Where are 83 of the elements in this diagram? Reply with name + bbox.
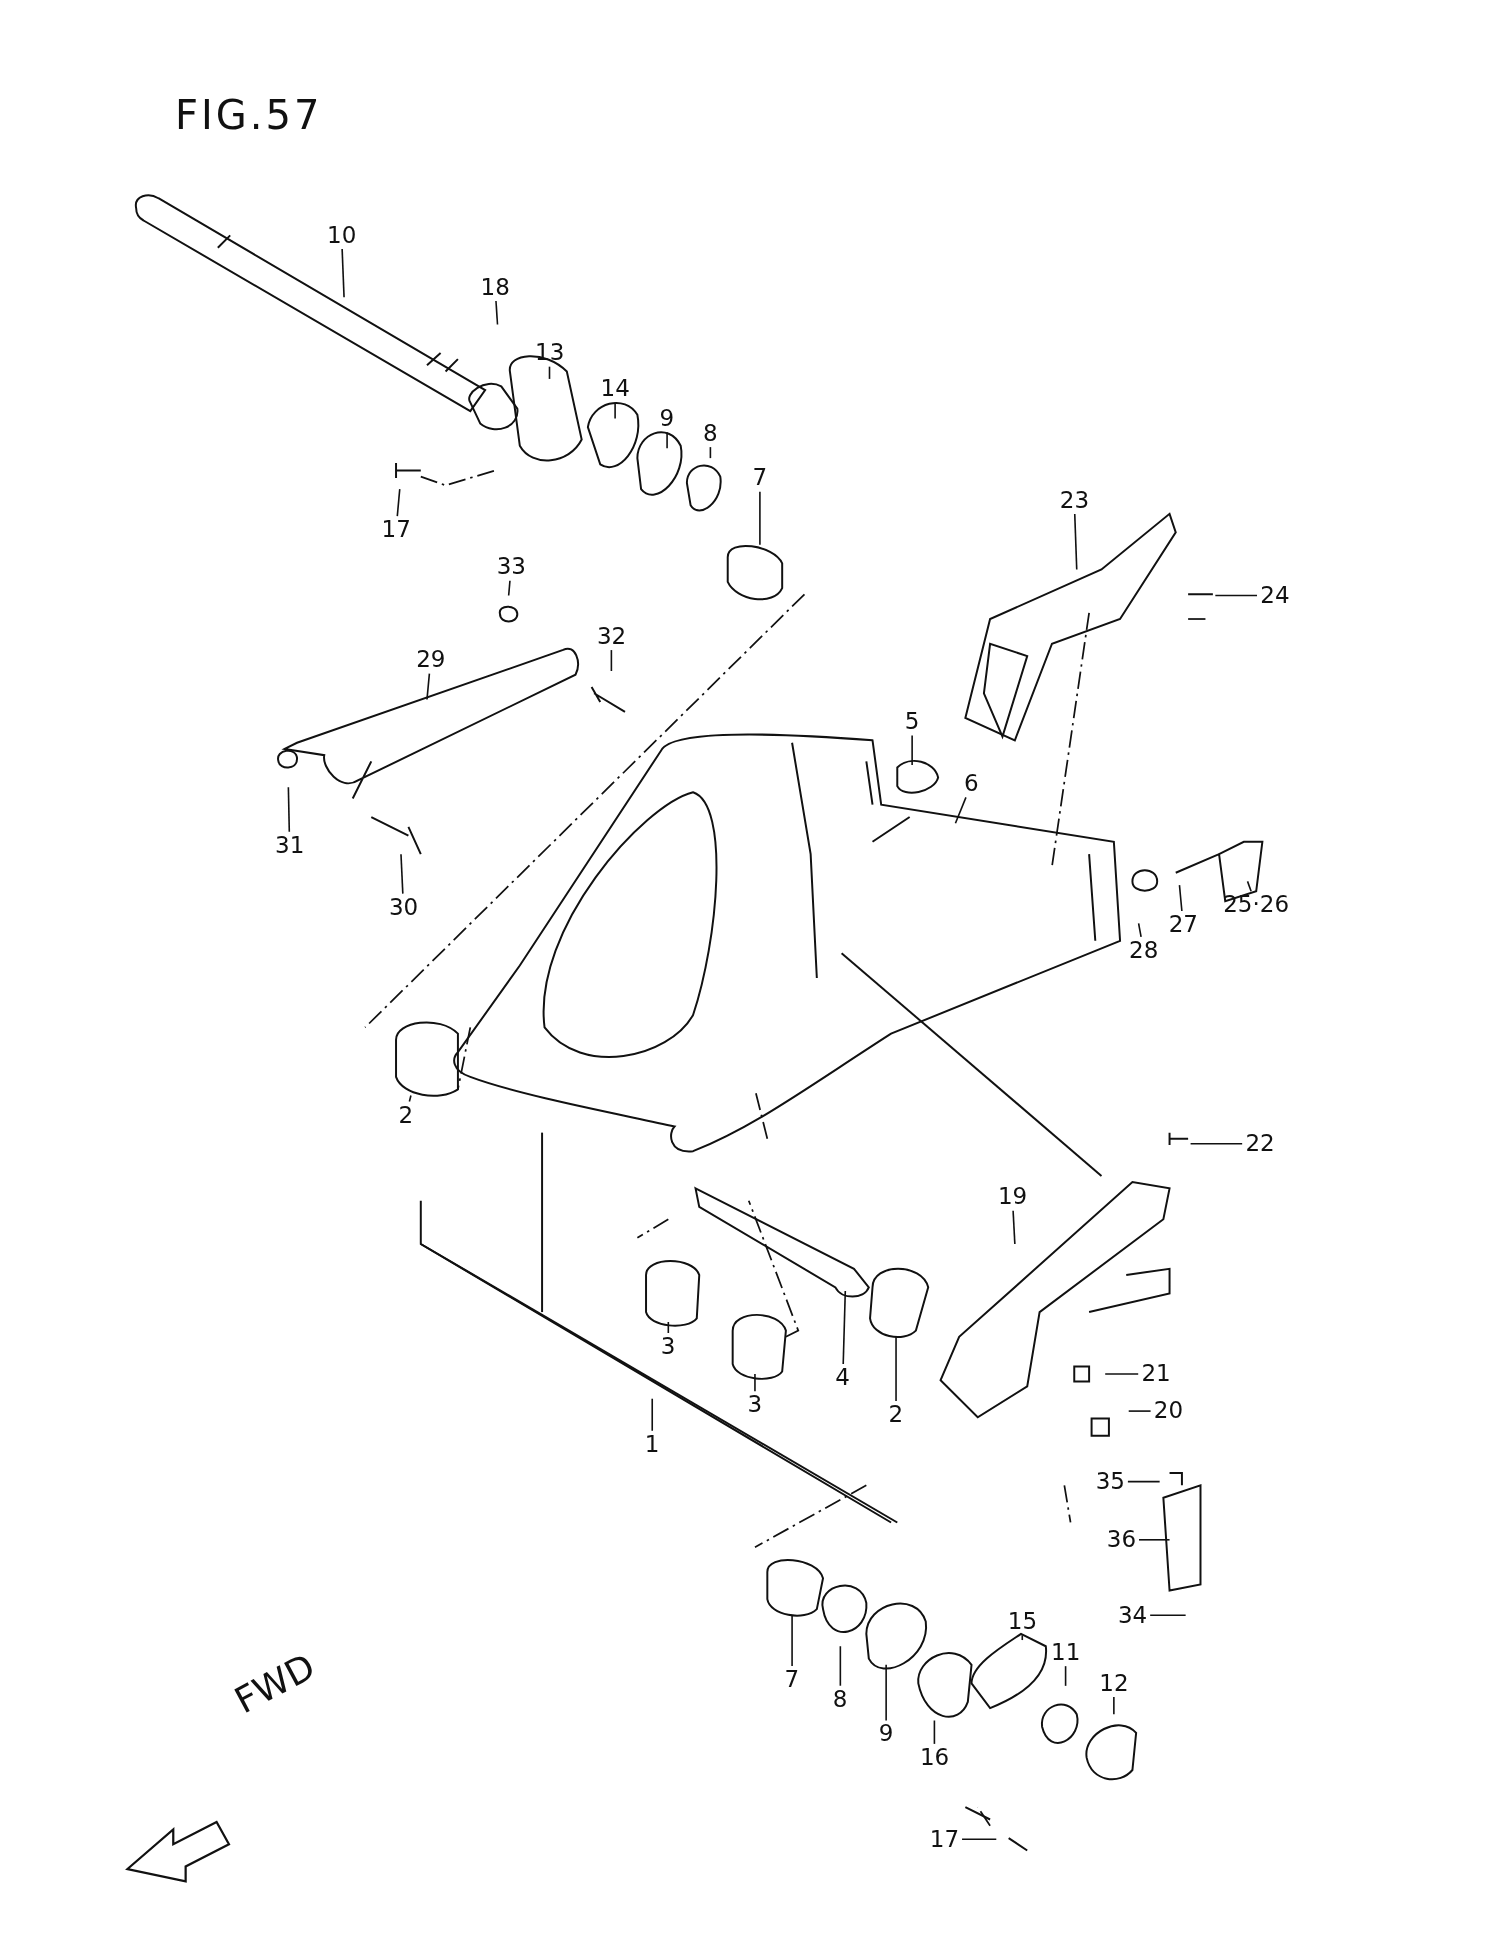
callout-number: 11 (1049, 1639, 1083, 1665)
leader-line (1127, 1480, 1161, 1483)
callout-number: 7 (782, 1666, 802, 1692)
callout-number: 22 (1243, 1131, 1277, 1157)
leader-line (911, 734, 913, 766)
callout-number: 1 (642, 1431, 662, 1457)
leader-line (1214, 594, 1258, 597)
callout-number: 3 (658, 1334, 678, 1360)
callout-number: 17 (379, 517, 413, 543)
leader-line (954, 796, 967, 825)
callout-number: 31 (273, 832, 307, 858)
callout-number: 10 (325, 222, 359, 248)
callout-number: 24 (1258, 582, 1292, 608)
leader-line (842, 1290, 847, 1365)
leader-line (933, 1719, 936, 1745)
callout-number: 19 (995, 1184, 1030, 1210)
callout-number: 35 (1093, 1468, 1127, 1494)
callout-number: 4 (833, 1364, 852, 1390)
direction-label: FWD (228, 1645, 322, 1722)
leader-line (396, 488, 401, 517)
leader-line (610, 649, 613, 672)
callout-number: 17 (927, 1826, 962, 1852)
callout-number: 27 (1166, 912, 1200, 937)
leader-line (426, 672, 431, 701)
leader-line (1073, 513, 1078, 571)
callout-number: 18 (478, 274, 512, 300)
leader-line (667, 1321, 670, 1334)
callout-number: 2 (886, 1402, 906, 1428)
leader-line (895, 1336, 897, 1402)
leader-line (1138, 1539, 1171, 1541)
leader-line (754, 1373, 756, 1392)
callout-number: 34 (1115, 1602, 1150, 1628)
callout-number: 5 (902, 709, 922, 735)
callout-number: 8 (700, 420, 720, 446)
callout-number: 14 (598, 376, 632, 402)
callout-number: 20 (1151, 1398, 1186, 1424)
leader-line (961, 1838, 998, 1841)
callout-number: 23 (1057, 487, 1092, 513)
callout-number: 25·26 (1221, 892, 1292, 918)
callout-number: 6 (962, 770, 981, 796)
callout-number: 32 (594, 623, 629, 649)
leader-line (759, 490, 761, 546)
callout-number: 16 (917, 1744, 952, 1770)
leader-line (1021, 1634, 1024, 1641)
leader-line (1104, 1373, 1139, 1375)
leader-line (495, 300, 499, 326)
callout-number: 15 (1005, 1608, 1040, 1634)
leader-line (1012, 1209, 1016, 1245)
callout-number: 9 (657, 405, 677, 431)
leader-line (1127, 1410, 1152, 1412)
callout-number: 21 (1139, 1361, 1173, 1387)
leader-line (614, 401, 616, 420)
callout-number: 9 (876, 1721, 896, 1747)
leader-line (1064, 1665, 1067, 1687)
callout-number: 3 (745, 1392, 765, 1418)
leader-line (1189, 1142, 1243, 1145)
callout-number: 33 (494, 554, 528, 580)
leader-line (548, 365, 551, 380)
leader-line (1149, 1614, 1187, 1617)
figure-title: FIG.57 (175, 92, 323, 138)
leader-line (839, 1645, 842, 1687)
leader-line (709, 446, 712, 459)
callout-number: 28 (1127, 938, 1161, 963)
callout-number: 12 (1097, 1670, 1131, 1696)
leader-line (666, 431, 668, 450)
callout-number: 8 (830, 1686, 850, 1712)
leader-line (1178, 884, 1183, 912)
leader-line (408, 1094, 412, 1103)
callout-number: 29 (414, 647, 448, 673)
callout-number: 30 (386, 894, 421, 920)
leader-line (341, 248, 345, 299)
leader-line (1137, 922, 1142, 938)
leader-line (1246, 880, 1252, 892)
leader-line (885, 1664, 887, 1722)
callout-number: 36 (1104, 1527, 1139, 1553)
leader-line (791, 1614, 793, 1667)
leader-line (400, 853, 404, 895)
leader-line (651, 1397, 654, 1432)
callout-number: 2 (396, 1102, 416, 1128)
callout-number: 7 (750, 465, 770, 491)
leader-line (507, 579, 511, 597)
leader-line (1113, 1696, 1115, 1716)
leader-line (287, 786, 291, 833)
